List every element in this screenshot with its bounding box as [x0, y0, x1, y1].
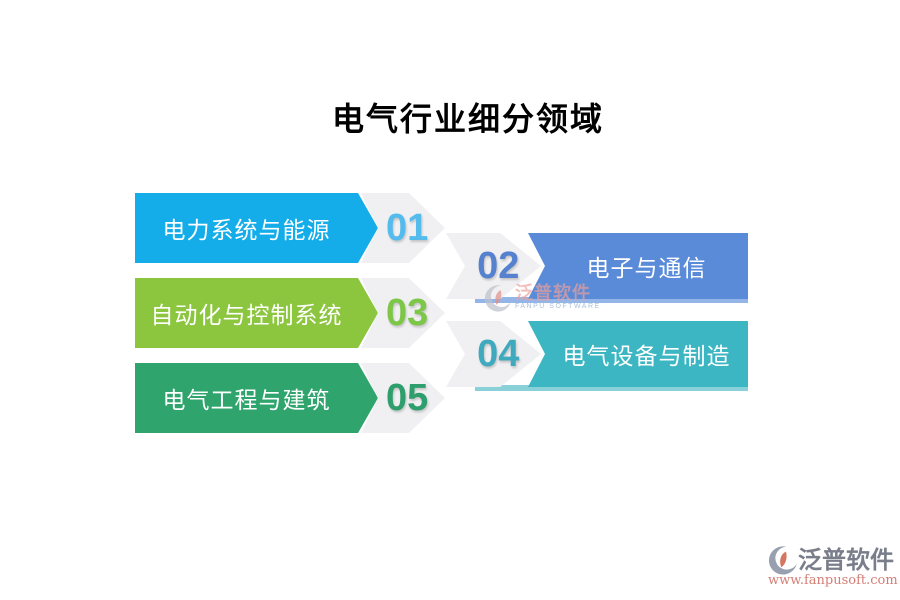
item-bar-5: 电气工程与建筑 — [135, 363, 378, 433]
fanpu-logo-icon — [768, 546, 797, 575]
item-label-3: 自动化与控制系统 — [150, 302, 343, 328]
item-number-1: 01 — [386, 206, 429, 249]
item-bar-1: 电力系统与能源 — [135, 193, 378, 263]
watermark-corner-name: 泛普软件 — [798, 545, 894, 574]
item-label-2: 电子与通信 — [586, 255, 707, 281]
item-label-4: 电气设备与制造 — [562, 343, 731, 369]
item-bar-2: 电子与通信 — [528, 233, 748, 299]
item-bar-3: 自动化与控制系统 — [135, 278, 378, 348]
item-bar-4: 电气设备与制造 — [528, 321, 748, 387]
number-chevron-4: 04 — [446, 321, 541, 387]
page-title: 电气行业细分领域 — [331, 100, 604, 138]
item-number-4: 04 — [477, 332, 520, 375]
watermark-corner-url: www.fanpusoft.com — [768, 573, 898, 588]
item-strip-4 — [475, 385, 748, 391]
watermark-corner: 泛普软件 www.fanpusoft.com — [768, 545, 898, 588]
item-label-5: 电气工程与建筑 — [162, 387, 331, 413]
watermark-center-name: 泛普软件 — [515, 283, 591, 303]
item-strip-2 — [475, 297, 748, 303]
watermark-center-subtitle: FANPU SOFTWARE — [515, 303, 601, 310]
fanpu-logo-icon — [484, 285, 511, 312]
item-number-2: 02 — [477, 244, 520, 287]
item-number-3: 03 — [386, 291, 429, 334]
item-label-1: 电力系统与能源 — [162, 217, 331, 243]
watermark-center: 泛普软件 FANPU SOFTWARE — [484, 284, 601, 312]
item-number-5: 05 — [386, 376, 429, 419]
